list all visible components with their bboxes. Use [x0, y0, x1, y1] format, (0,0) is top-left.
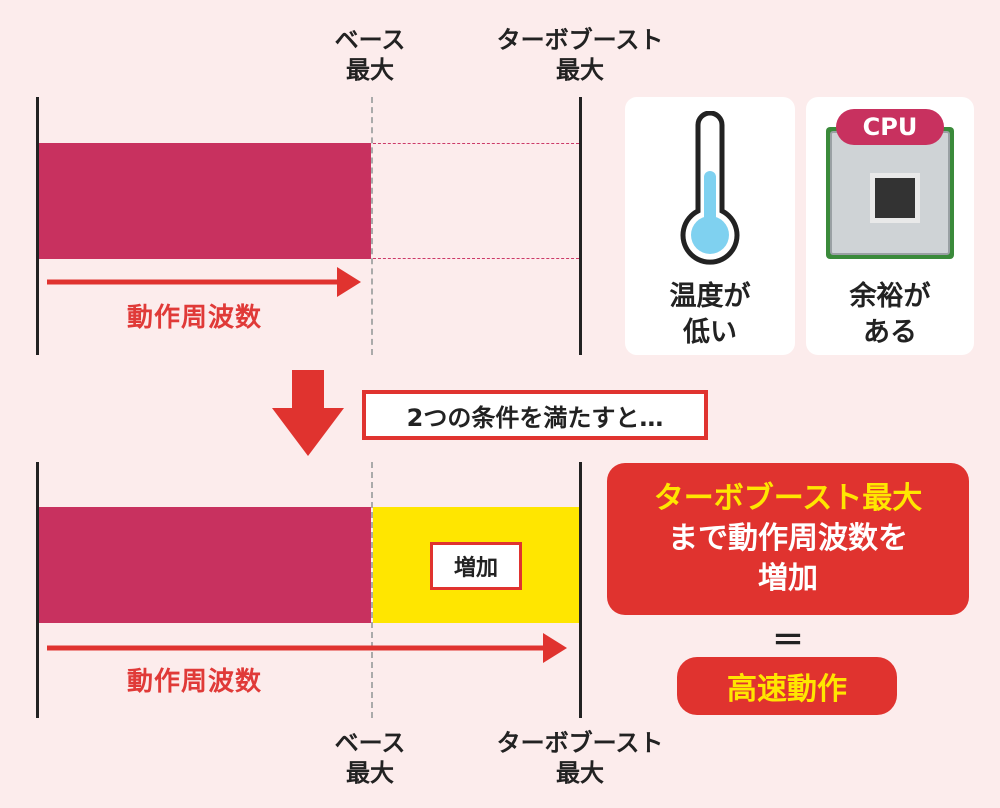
equals-sign: ＝ [771, 621, 804, 659]
bottom-base-max-label: ベース 最大 [334, 729, 406, 787]
fast-operation-pill: 高速動作 [677, 657, 897, 715]
top-bar-bottom-guide [373, 258, 579, 259]
result-box: ターボブースト最大 まで動作周波数を 増加 [607, 463, 969, 615]
bottom-frequency-bar [39, 507, 371, 623]
cpu-card: CPU 余裕が ある [806, 97, 974, 355]
top-frequency-arrow [47, 267, 361, 297]
bottom-start-axis [36, 462, 39, 718]
bottom-turbo-max-label: ターボブースト 最大 [496, 729, 664, 787]
top-frequency-label: 動作周波数 [127, 303, 263, 333]
result-line-3: 増加 [758, 561, 818, 596]
temperature-condition-label: 温度が 低い [669, 281, 751, 348]
condition-text-box: 2つの条件を満たすと… [362, 390, 708, 440]
top-bar-top-guide [373, 143, 579, 144]
result-line-2: まで動作周波数を [668, 521, 908, 556]
top-turbo-max-label: ターボブースト 最大 [496, 26, 664, 84]
top-frequency-bar [39, 143, 371, 259]
result-line-1: ターボブースト最大 [653, 481, 923, 516]
down-arrow-icon [272, 370, 344, 456]
top-turbo-max-axis [579, 97, 582, 355]
bottom-frequency-label: 動作周波数 [127, 667, 263, 697]
bottom-frequency-arrow [47, 633, 567, 663]
bottom-turbo-max-axis [579, 462, 582, 718]
bottom-base-max-line [371, 462, 373, 718]
top-start-axis [36, 97, 39, 355]
top-base-max-line [371, 97, 373, 355]
temperature-card: 温度が 低い [625, 97, 795, 355]
cpu-chip-icon [826, 127, 954, 259]
top-base-max-label: ベース 最大 [334, 26, 406, 84]
increase-label-box: 増加 [430, 542, 522, 590]
cpu-condition-label: 余裕が ある [849, 281, 931, 348]
thermometer-icon [680, 111, 740, 265]
cpu-badge: CPU [836, 109, 944, 145]
